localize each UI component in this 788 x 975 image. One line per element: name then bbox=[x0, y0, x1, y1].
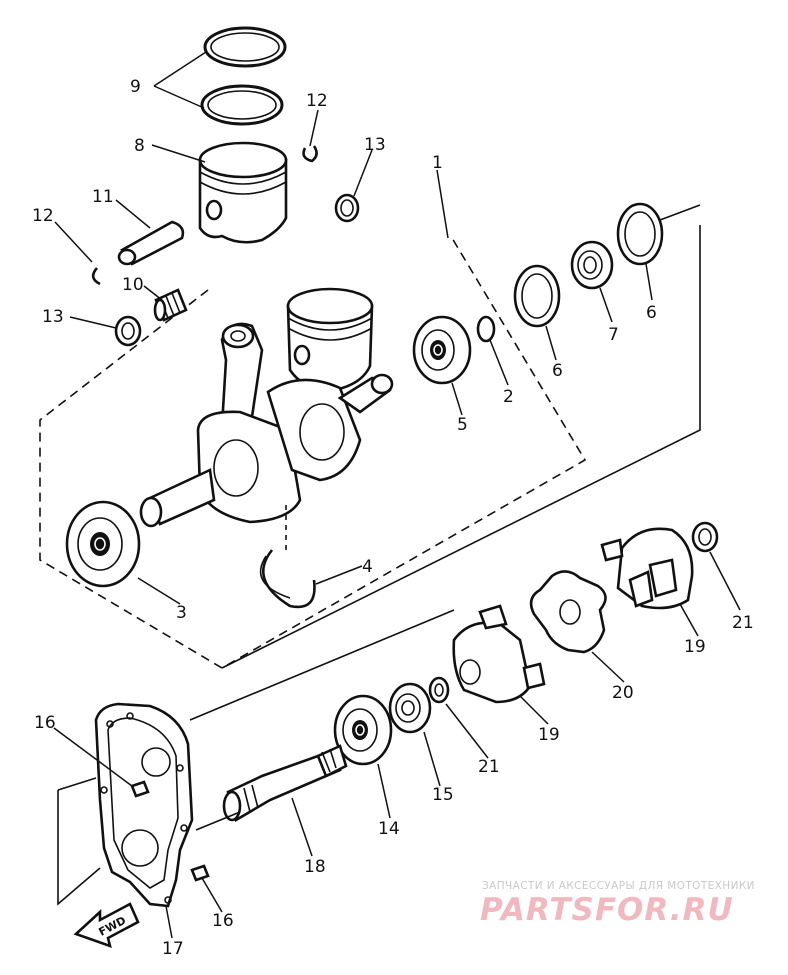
callout-18: 18 bbox=[304, 857, 326, 877]
callout-4: 4 bbox=[362, 557, 373, 577]
callout-21b: 21 bbox=[478, 757, 500, 777]
washer-upper bbox=[691, 521, 719, 553]
callout-21a: 21 bbox=[732, 613, 754, 633]
callout-16a: 16 bbox=[34, 713, 56, 733]
callout-14: 14 bbox=[378, 819, 400, 839]
coupling-half-lower bbox=[452, 604, 546, 704]
callout-19a: 19 bbox=[684, 637, 706, 657]
key-ring bbox=[476, 315, 496, 343]
callout-16b: 16 bbox=[212, 911, 234, 931]
bearing-small bbox=[570, 240, 614, 290]
drive-shaft bbox=[222, 744, 348, 822]
leader-lines bbox=[53, 51, 741, 939]
piston-rings bbox=[200, 26, 287, 126]
assembly-dashed-outline bbox=[39, 204, 701, 669]
piston-pin-clip-left bbox=[91, 267, 101, 286]
callout-8: 8 bbox=[134, 136, 145, 156]
watermark-tagline: ЗАПЧАСТИ И АКСЕССУАРЫ ДЛЯ МОТОТЕХНИКИ bbox=[482, 880, 755, 892]
callout-7: 7 bbox=[608, 325, 619, 345]
bearing-15 bbox=[388, 682, 432, 734]
callout-15: 15 bbox=[432, 785, 454, 805]
callout-13a: 13 bbox=[364, 135, 386, 155]
callout-10: 10 bbox=[122, 275, 144, 295]
main-bearing-right bbox=[412, 315, 472, 385]
watermark-logo: PARTSFOR.RU bbox=[480, 892, 734, 928]
main-bearing-left bbox=[65, 500, 141, 588]
callout-2: 2 bbox=[503, 387, 514, 407]
callout-13b: 13 bbox=[42, 307, 64, 327]
coupling-half-upper bbox=[600, 527, 694, 610]
callout-12a: 12 bbox=[306, 91, 328, 111]
callout-17: 17 bbox=[162, 939, 184, 959]
callout-19b: 19 bbox=[538, 725, 560, 745]
callout-1: 1 bbox=[432, 153, 443, 173]
fwd-arrow: FWD bbox=[73, 902, 140, 949]
callout-11: 11 bbox=[92, 187, 114, 207]
small-end-washer-left bbox=[114, 315, 142, 347]
piston bbox=[198, 141, 288, 244]
piston-pin-clip-top bbox=[302, 145, 318, 163]
piston-pin bbox=[117, 220, 185, 266]
gasket-plate bbox=[94, 702, 194, 908]
oil-seal-center bbox=[513, 264, 561, 328]
callout-numbers: 1 2 3 4 5 6 6 7 8 9 10 11 12 12 13 13 14… bbox=[32, 77, 754, 959]
callout-12b: 12 bbox=[32, 206, 54, 226]
callout-6b: 6 bbox=[646, 303, 657, 323]
rubber-damper bbox=[529, 570, 607, 654]
crankshaft-assembly bbox=[139, 287, 394, 555]
oil-seal-right bbox=[616, 202, 664, 266]
callout-3: 3 bbox=[176, 603, 187, 623]
needle-bearing bbox=[153, 288, 188, 322]
circlip bbox=[259, 549, 316, 609]
bearing-14 bbox=[333, 694, 393, 766]
callout-9: 9 bbox=[130, 77, 141, 97]
callout-5: 5 bbox=[457, 415, 468, 435]
callout-6a: 6 bbox=[552, 361, 563, 381]
callout-20: 20 bbox=[612, 683, 634, 703]
small-end-washer-top bbox=[334, 193, 360, 223]
dowel-pins bbox=[130, 780, 210, 882]
washer-lower bbox=[428, 676, 450, 704]
